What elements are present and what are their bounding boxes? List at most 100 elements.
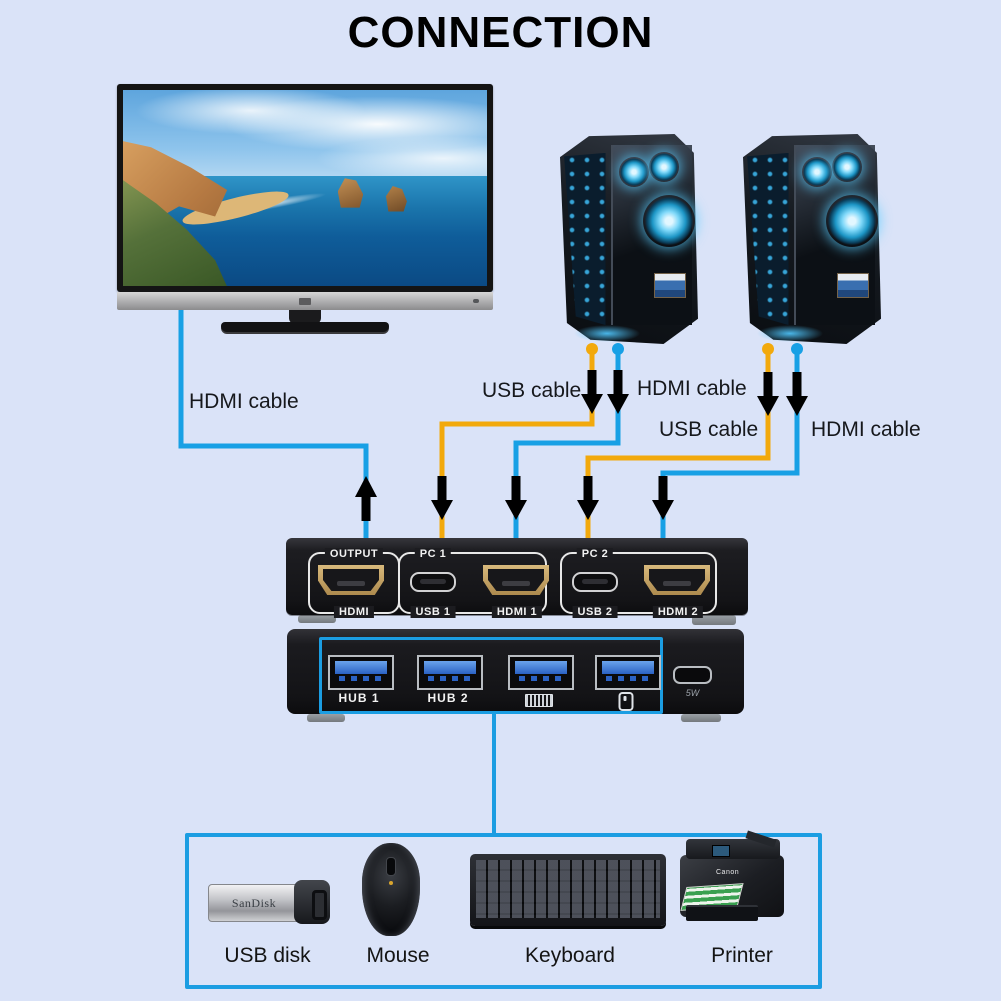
- pc1-bottom-glow: [573, 325, 641, 342]
- mouse-icon: [618, 692, 634, 711]
- pc2-fan-top-left: [802, 157, 833, 188]
- keyboard-icon: [525, 694, 553, 707]
- pc2-fan-main: [825, 195, 878, 248]
- mouse-scroll-wheel: [386, 857, 396, 876]
- label-monitor-hdmi-cable: HDMI cable: [189, 390, 299, 413]
- usb-disk-image: SanDisk: [208, 880, 330, 924]
- monitor-stand-neck: [289, 310, 321, 324]
- hdmi2-port-inner: [649, 569, 705, 591]
- monitor-bezel: [117, 84, 493, 292]
- pc1-gpu-label: [654, 272, 687, 299]
- output-hdmi-label: HDMI: [333, 606, 375, 618]
- monitor-hdmi-cable-line: [178, 300, 369, 540]
- hdmi1-port: [483, 565, 549, 595]
- keyboard-usb-port: [508, 655, 574, 690]
- kvm-foot-right: [692, 615, 736, 625]
- hdmi2-port: [644, 565, 710, 595]
- label-pc2-hdmi-cable: HDMI cable: [811, 418, 921, 441]
- output-hdmi-port-inner: [323, 569, 379, 591]
- kvm-switch-hub-panel: HUB 1 HUB 2 5W: [287, 629, 744, 714]
- direction-arrows: [355, 370, 808, 521]
- usb1-port: [410, 572, 456, 592]
- hub1-usb-pins: [339, 676, 383, 681]
- usb-disk-label: USB disk: [224, 944, 311, 967]
- keyboard-label: Keyboard: [525, 944, 615, 967]
- pc2-gpu-label: [837, 272, 870, 299]
- pc-tower-1: [560, 134, 698, 344]
- mouse-usb-port: [595, 655, 661, 690]
- hdmi1-label: HDMI 1: [491, 606, 543, 618]
- monitor-logo: [299, 298, 311, 305]
- monitor: [117, 84, 493, 332]
- pc1-fan-top-right: [649, 151, 680, 182]
- pc1-fan-main: [642, 195, 695, 248]
- pc1-glass-panel: [611, 144, 695, 326]
- monitor-screen: [123, 90, 487, 286]
- mouse-usb-tongue: [602, 661, 654, 674]
- printer-label: Printer: [711, 944, 773, 967]
- output-hdmi-port: [318, 565, 384, 595]
- printer-screen: [712, 845, 730, 857]
- hub-foot-right: [681, 714, 721, 722]
- monitor-bottom-strip: [117, 292, 493, 310]
- pc-tower-2: [743, 134, 881, 344]
- output-hdmi-slot: [337, 581, 365, 586]
- usb-disk-cap: [294, 880, 330, 924]
- printer-brand: Canon: [716, 869, 740, 876]
- hub1-usb-port: [328, 655, 394, 690]
- printer-image: Canon: [676, 830, 788, 923]
- mouse-label: Mouse: [366, 944, 430, 967]
- mouse-dpi-light: [389, 881, 393, 885]
- pc1-group-label: PC 1: [414, 548, 452, 560]
- power-port: [673, 666, 712, 684]
- usb1-port-pin: [420, 579, 446, 584]
- hub2-usb-port: [417, 655, 483, 690]
- pc1-fan-top-left: [619, 157, 650, 188]
- hub1-label: HUB 1: [338, 691, 380, 705]
- pc2-group-label: PC 2: [576, 548, 614, 560]
- usb-disk-loop: [312, 890, 327, 920]
- pc1-front-mesh: [564, 152, 606, 326]
- usb-disk-body: SanDisk: [208, 884, 300, 922]
- scene-rock-stack-2: [385, 186, 407, 212]
- keyboard-usb-tongue: [515, 661, 567, 674]
- usb2-port-pin: [582, 579, 608, 584]
- kvm-switch-front: OUTPUT HDMI PC 1 USB 1 HDMI 1 PC 2 USB 2…: [286, 538, 748, 618]
- mouse-image: [362, 843, 420, 936]
- hub-ports-outline: [319, 637, 663, 714]
- power-label: 5W: [685, 688, 700, 698]
- printer-paper-tray: [686, 905, 758, 921]
- hub2-usb-pins: [428, 676, 472, 681]
- usb-disk-brand: SanDisk: [231, 895, 277, 910]
- keyboard-keys: [476, 860, 660, 918]
- pc1-hdmi-cable-line: [513, 349, 621, 540]
- hdmi1-port-inner: [488, 569, 544, 591]
- hdmi2-slot: [663, 581, 691, 586]
- hub2-usb-tongue: [424, 661, 476, 674]
- hub-to-peripherals-line: [492, 714, 496, 835]
- monitor-stand-base: [221, 322, 389, 332]
- usb2-port: [572, 572, 618, 592]
- hub2-label: HUB 2: [427, 691, 469, 705]
- label-pc1-hdmi-cable: HDMI cable: [637, 377, 747, 400]
- pc2-fan-top-right: [832, 151, 863, 182]
- page-title: CONNECTION: [347, 8, 654, 57]
- hdmi2-label: HDMI 2: [652, 606, 704, 618]
- peripherals-box: [185, 833, 822, 989]
- output-group-label: OUTPUT: [324, 548, 384, 560]
- hdmi1-slot: [502, 581, 530, 586]
- label-pc2-usb-cable: USB cable: [659, 418, 759, 441]
- keyboard-usb-pins: [519, 676, 563, 681]
- monitor-power-led: [473, 299, 479, 303]
- printer-scanner-lid: [686, 830, 780, 859]
- pc2-glass-panel: [794, 144, 878, 326]
- keyboard-image: [470, 854, 666, 926]
- hub-foot-left: [307, 714, 345, 722]
- usb1-label: USB 1: [410, 606, 456, 618]
- pc2-bottom-glow: [756, 325, 824, 342]
- kvm-foot-left: [298, 615, 336, 623]
- label-pc1-usb-cable: USB cable: [482, 379, 582, 402]
- cable-end-dots: [586, 343, 803, 355]
